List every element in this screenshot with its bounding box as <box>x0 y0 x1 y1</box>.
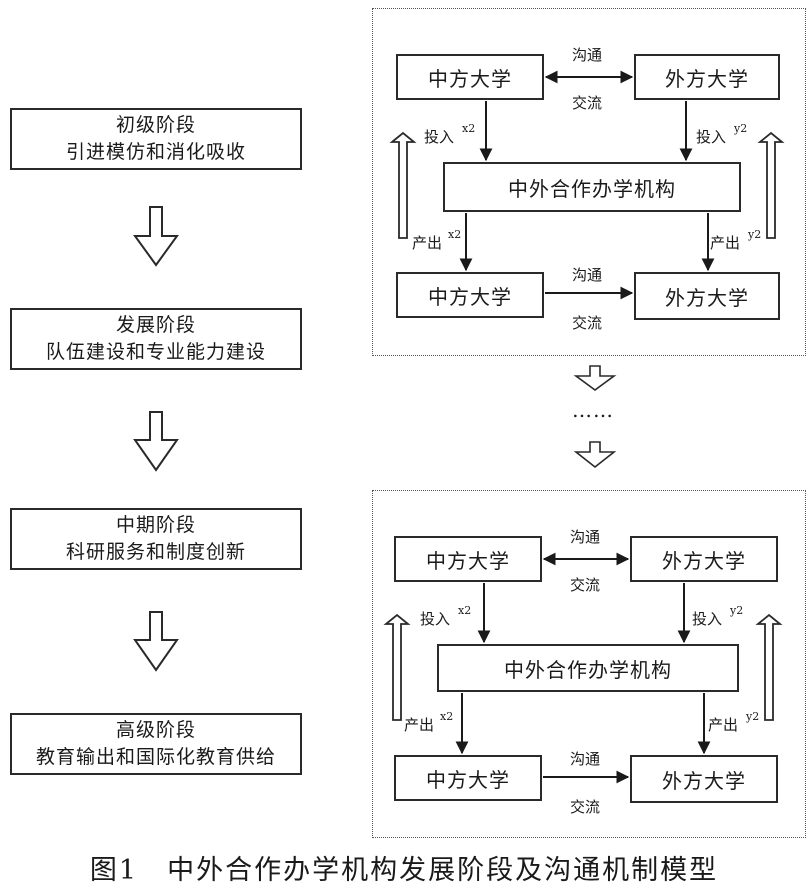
stage-4-desc: 教育输出和国际化教育供给 <box>35 746 276 768</box>
communicate-label-top-2: 沟通 <box>572 266 603 284</box>
institution-box-bottom: 中外合作办学机构 <box>437 644 739 692</box>
input-sup-top-x: x2 <box>462 122 476 135</box>
institution-box-top: 中外合作办学机构 <box>443 162 741 212</box>
figure-caption: 图1 中外合作办学机构发展阶段及沟通机制模型 <box>89 855 719 886</box>
exchange-label-top-1: 交流 <box>572 94 603 112</box>
stage-box-4: 高级阶段 教育输出和国际化教育供给 <box>10 713 302 775</box>
stage-1-title: 初级阶段 <box>115 114 196 136</box>
stage-2-desc: 队伍建设和专业能力建设 <box>45 341 266 363</box>
hollow-up-arrow-bottom-left <box>383 613 411 721</box>
stage-4-title: 高级阶段 <box>115 719 196 741</box>
cn-univ-box-top-1: 中方大学 <box>396 54 544 100</box>
output-label-top-y: 产出 <box>710 234 741 252</box>
output-label-bottom-y: 产出 <box>708 716 739 734</box>
model-panel-top <box>372 8 806 356</box>
stage-down-arrow-3 <box>133 611 179 672</box>
panel-down-arrow-2 <box>573 441 617 469</box>
hollow-up-arrow-bottom-right <box>755 613 783 721</box>
stage-1-desc: 引进模仿和消化吸收 <box>65 141 246 163</box>
stage-3-title: 中期阶段 <box>115 514 196 536</box>
foreign-univ-box-bottom-1: 外方大学 <box>630 536 778 582</box>
input-label-top-y: 投入 <box>696 128 727 146</box>
exchange-label-bottom-2: 交流 <box>570 798 601 816</box>
exchange-label-bottom-1: 交流 <box>570 576 601 594</box>
cn-univ-box-bottom-1: 中方大学 <box>394 536 542 582</box>
stage-2-title: 发展阶段 <box>115 314 196 336</box>
foreign-univ-box-top-1: 外方大学 <box>634 54 780 100</box>
stage-box-2: 发展阶段 队伍建设和专业能力建设 <box>10 308 302 370</box>
stage-box-1: 初级阶段 引进模仿和消化吸收 <box>10 108 302 170</box>
cn-univ-box-top-2: 中方大学 <box>396 272 544 318</box>
input-sup-top-y: y2 <box>734 122 748 135</box>
communicate-label-bottom-1: 沟通 <box>570 528 601 546</box>
input-label-top-x: 投入 <box>424 128 455 146</box>
panel-down-arrow-1 <box>573 365 617 391</box>
foreign-univ-box-top-2: 外方大学 <box>634 272 780 320</box>
communicate-label-bottom-2: 沟通 <box>570 750 601 768</box>
input-sup-bottom-y: y2 <box>730 604 744 617</box>
output-sup-top-x: x2 <box>448 228 462 241</box>
input-sup-bottom-x: x2 <box>458 604 472 617</box>
stage-box-3: 中期阶段 科研服务和制度创新 <box>10 508 302 570</box>
communicate-label-top-1: 沟通 <box>572 46 603 64</box>
stage-3-desc: 科研服务和制度创新 <box>65 541 246 563</box>
input-label-bottom-x: 投入 <box>420 610 451 628</box>
foreign-univ-box-bottom-2: 外方大学 <box>630 755 778 803</box>
output-label-top-x: 产出 <box>412 234 443 252</box>
output-sup-top-y: y2 <box>748 228 762 241</box>
input-label-bottom-y: 投入 <box>692 610 723 628</box>
hollow-up-arrow-top-left <box>389 131 417 239</box>
hollow-up-arrow-top-right <box>757 131 785 239</box>
model-panel-bottom <box>372 490 806 838</box>
exchange-label-top-2: 交流 <box>572 314 603 332</box>
output-label-bottom-x: 产出 <box>404 716 435 734</box>
output-sup-bottom-y: y2 <box>746 710 760 723</box>
stage-down-arrow-1 <box>133 206 179 267</box>
cn-univ-box-bottom-2: 中方大学 <box>394 755 542 801</box>
stage-down-arrow-2 <box>133 411 179 472</box>
ellipsis: …… <box>572 398 614 422</box>
output-sup-bottom-x: x2 <box>440 710 454 723</box>
